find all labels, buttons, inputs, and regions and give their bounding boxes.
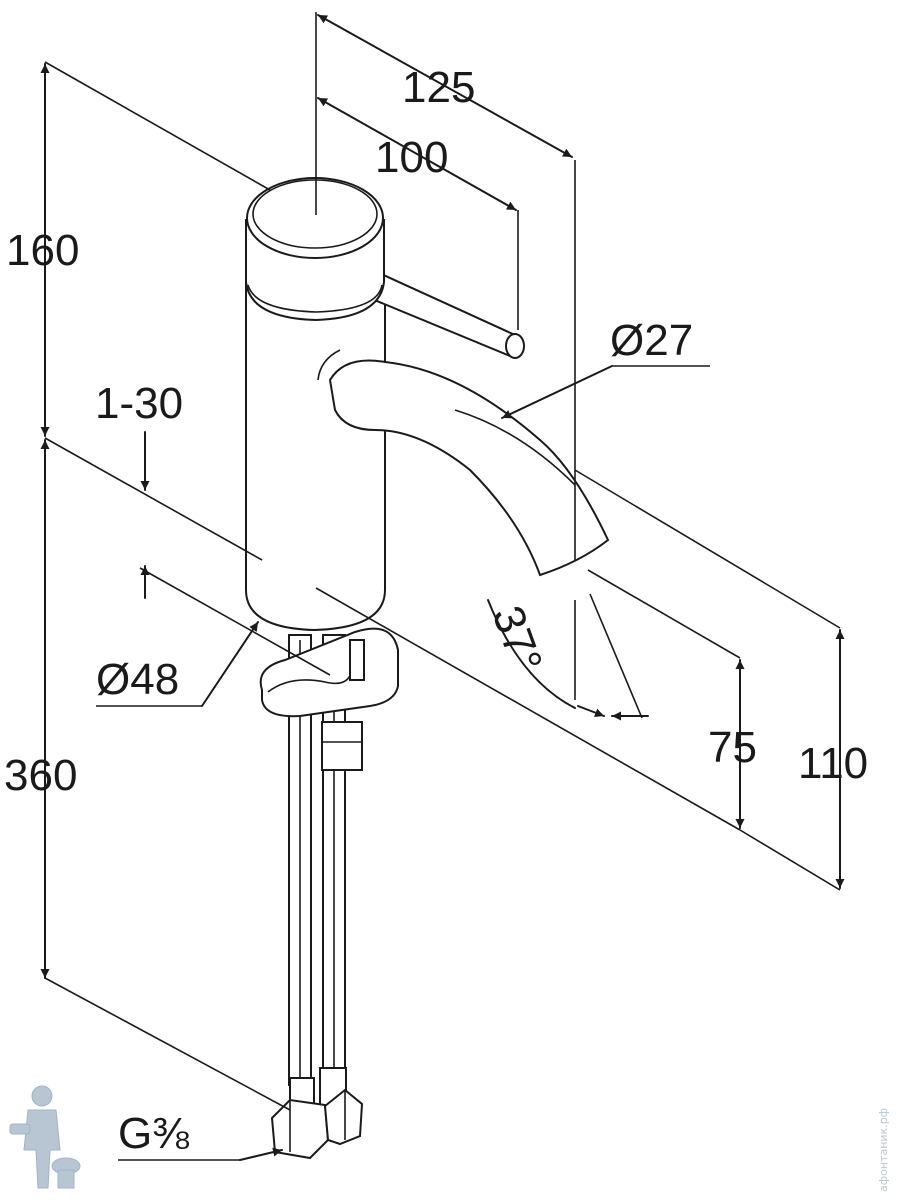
- hose-nut: [321, 721, 363, 771]
- watermark-text: афонтаник.рф: [877, 1108, 890, 1192]
- plumber-logo-icon: [9, 1085, 81, 1189]
- dim-160-label: 160: [6, 226, 79, 275]
- mounting-bracket: [259, 627, 399, 718]
- faucet-drawing: [245, 177, 610, 1160]
- dimension-labels: 125 100 160 Ø27 1-30 Ø48 37° 75 110 360 …: [4, 63, 868, 1158]
- dimension-lines: [40, 12, 845, 1161]
- hose-connectors: [270, 1067, 364, 1160]
- dim-diameter-48-label: Ø48: [96, 655, 179, 704]
- dim-100-label: 100: [375, 133, 448, 182]
- dim-1-30-label: 1-30: [95, 379, 183, 428]
- dim-125-label: 125: [402, 63, 475, 112]
- thread-g38-label: G⅜: [118, 1109, 189, 1158]
- watermark: афонтаник.рф: [9, 1085, 890, 1192]
- dim-110-label: 110: [798, 739, 868, 788]
- dim-360-label: 360: [4, 751, 77, 800]
- faucet-body: [245, 177, 610, 632]
- dim-diameter-27-label: Ø27: [610, 316, 693, 365]
- dim-75-label: 75: [708, 723, 757, 772]
